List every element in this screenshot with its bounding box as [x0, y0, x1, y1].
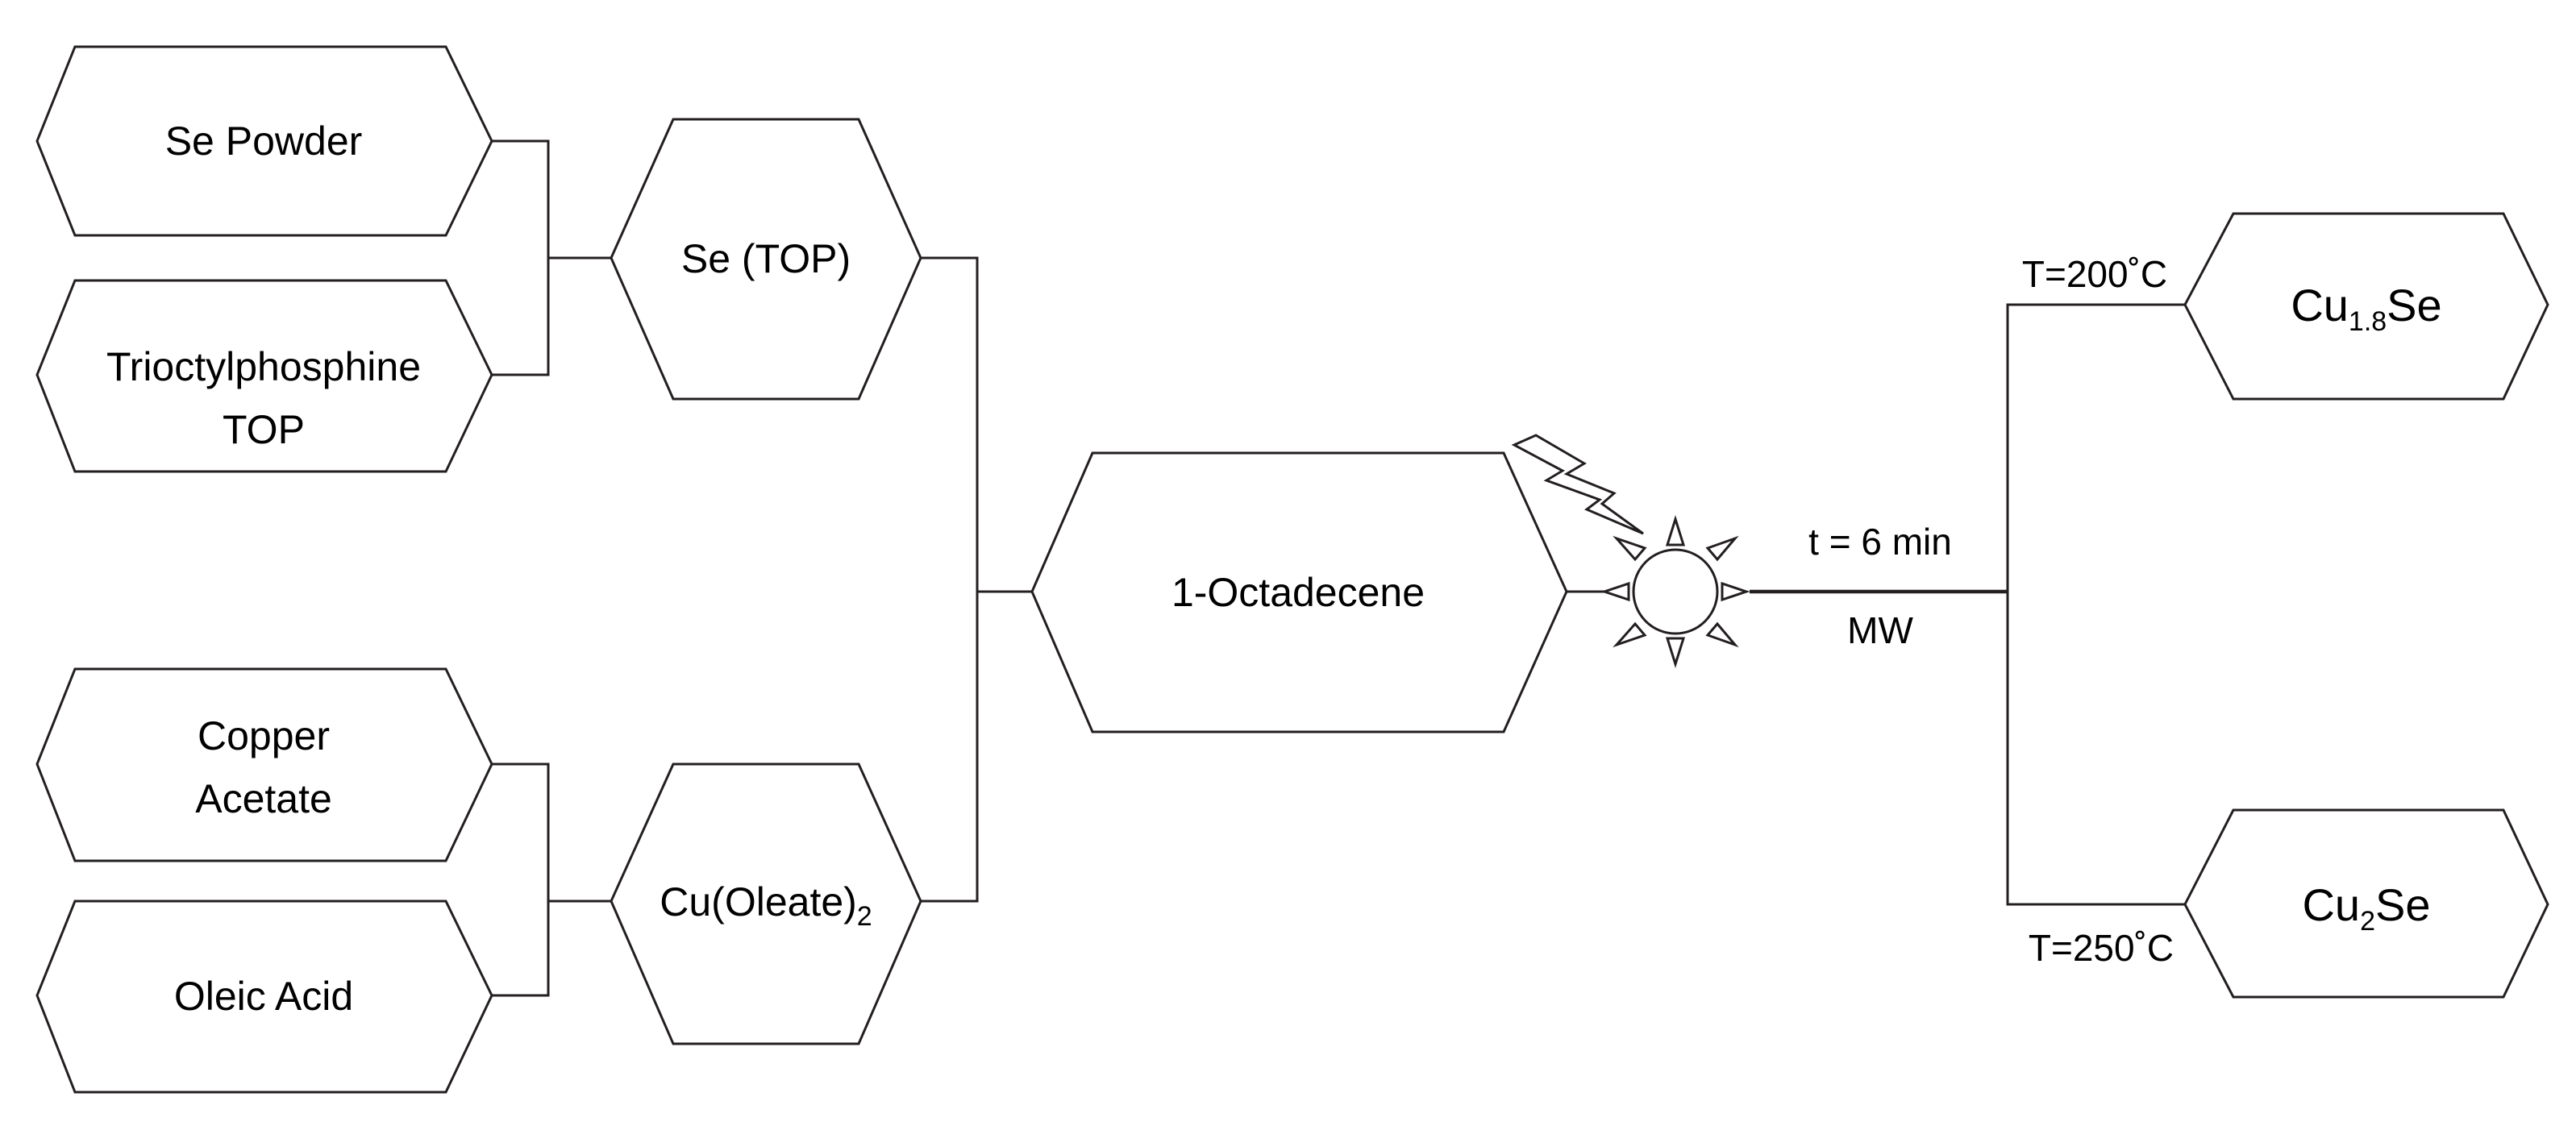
oleic-acid-label: Oleic Acid — [174, 974, 353, 1019]
se-powder-label: Se Powder — [165, 118, 363, 164]
cu2se-shape — [2183, 808, 2549, 999]
trioctylphosphine-shape — [35, 279, 493, 473]
cu2se-text-a: Cu — [2302, 879, 2360, 930]
connector-se-sources — [484, 139, 550, 376]
lightning-icon — [1511, 434, 1644, 535]
octadecene-label: 1-Octadecene — [1171, 570, 1425, 615]
connector-lines — [484, 139, 2185, 997]
oleic-acid-shape — [35, 900, 493, 1094]
copper-label: Copper — [198, 713, 330, 758]
cu18se-subscript: 1.8 — [2349, 306, 2387, 337]
se-powder-shape — [35, 45, 493, 237]
top-label: TOP — [223, 407, 305, 452]
condition-labels: t = 6 min MW T=200˚C T=250˚C — [1808, 253, 2174, 969]
se-top-shape — [610, 118, 922, 401]
cu2se-subscript: 2 — [2360, 906, 2375, 937]
node-shapes — [35, 45, 2549, 1094]
cu2se-text-b: Se — [2375, 879, 2431, 930]
temp-200-label: T=200˚C — [2022, 253, 2167, 295]
cu18se-label: Cu1.8Se — [2291, 280, 2441, 337]
time-label: t = 6 min — [1808, 521, 1952, 563]
cu18se-text-b: Se — [2387, 280, 2442, 330]
temp-250-label: T=250˚C — [2029, 927, 2174, 969]
acetate-label: Acetate — [195, 776, 332, 821]
cu18se-shape — [2183, 212, 2549, 401]
node-labels: Se Powder Trioctylphosphine TOP Se (TOP)… — [106, 118, 2442, 1019]
sun-icon — [1600, 514, 1750, 669]
connector-cu-sources — [484, 762, 550, 997]
cu-oleate-subscript: 2 — [857, 901, 872, 932]
cu-oleate-main-text: Cu(Oleate) — [660, 879, 857, 924]
trioctylphosphine-label: Trioctylphosphine — [106, 344, 421, 389]
se-top-label: Se (TOP) — [681, 236, 851, 281]
connector-precursors — [921, 256, 979, 903]
copper-acetate-shape — [35, 667, 493, 862]
cu18se-text-a: Cu — [2291, 280, 2349, 330]
octadecene-shape — [1030, 451, 1568, 733]
method-label: MW — [1847, 609, 1913, 651]
cu2se-label: Cu2Se — [2302, 879, 2430, 937]
cu-oleate-shape — [610, 762, 922, 1045]
connector-products — [2006, 303, 2185, 906]
cu-oleate-label: Cu(Oleate)2 — [660, 879, 872, 932]
